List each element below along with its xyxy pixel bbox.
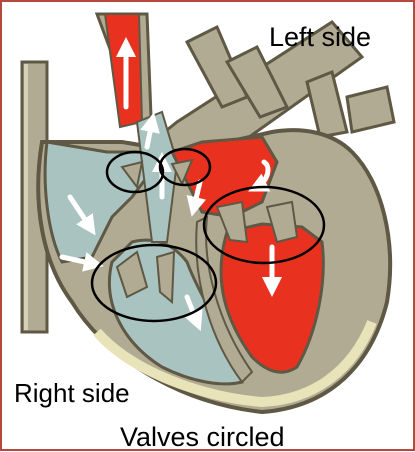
valves-circled-label: Valves circled (120, 424, 285, 451)
left-side-label: Left side (269, 24, 371, 51)
right-side-label: Right side (14, 380, 130, 406)
